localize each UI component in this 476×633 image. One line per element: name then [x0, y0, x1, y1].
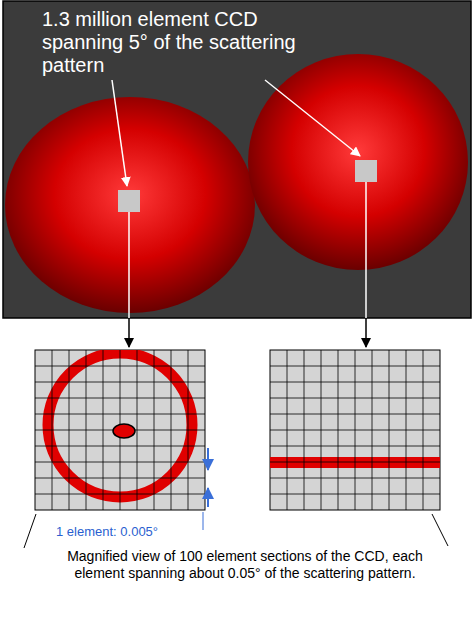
pointer-arrow	[112, 80, 127, 186]
drop-line	[128, 212, 130, 318]
ccd-square	[118, 190, 140, 212]
scattering-pattern	[5, 97, 255, 313]
leader-line	[24, 514, 36, 548]
drop-line	[365, 182, 367, 318]
dimension-arrow	[207, 448, 209, 470]
heading-label: 1.3 million element CCD spanning 5° of t…	[42, 8, 342, 77]
dark-panel	[3, 1, 471, 318]
dimension-label: 1 element: 0.005°	[56, 524, 256, 539]
ccd-grid	[35, 350, 205, 510]
drop-line	[365, 318, 367, 347]
leader-line	[432, 514, 448, 546]
ccd-square	[355, 160, 377, 182]
scattering-pattern	[248, 54, 468, 270]
drop-line	[128, 318, 130, 347]
pointer-arrow	[265, 80, 360, 156]
caption: Magnified view of 100 element sections o…	[60, 548, 430, 582]
dimension-arrow	[207, 488, 209, 507]
ccd-grid	[270, 350, 440, 510]
leader-line	[203, 512, 204, 530]
